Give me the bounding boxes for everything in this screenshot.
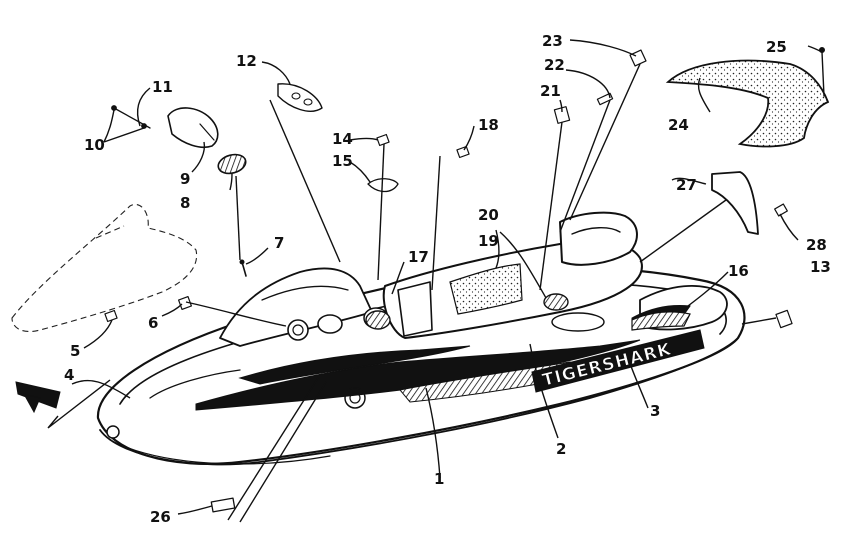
callout-23: 23: [542, 32, 563, 50]
callout-1: 1: [434, 470, 444, 488]
pad-17: [365, 310, 391, 330]
callout-6: 6: [148, 314, 158, 332]
badge-15: [367, 178, 399, 193]
callout-11: 11: [152, 78, 173, 96]
callout-3: 3: [650, 402, 660, 420]
callout-13: 13: [810, 258, 831, 276]
decal-13: [775, 309, 793, 329]
logo-badge-4: [15, 381, 61, 414]
cover-16: [631, 311, 691, 331]
decal-18: [456, 145, 470, 159]
callout-14: 14: [332, 130, 353, 148]
callout-16: 16: [728, 262, 749, 280]
callout-18: 18: [478, 116, 499, 134]
callout-7: 7: [274, 234, 284, 252]
decal-22: [596, 92, 614, 106]
round-cap-8: [217, 153, 247, 175]
pad-19: [543, 293, 569, 311]
decal-28: [774, 203, 788, 217]
callout-28: 28: [806, 236, 827, 254]
callout-27: 27: [676, 176, 697, 194]
callout-20: 20: [478, 206, 499, 224]
watercraft-hull: TIGERSHARK: [96, 211, 746, 466]
callout-19: 19: [478, 232, 499, 250]
decal-21: [553, 106, 571, 124]
callout-4: 4: [64, 366, 74, 384]
callout-26: 26: [150, 508, 171, 526]
callout-labels: 1 2 3 4 5 6 7 8 9 10 11 12 13 14 15 16 1…: [64, 32, 831, 526]
callout-15: 15: [332, 152, 353, 170]
callout-2: 2: [556, 440, 566, 458]
phantom-cover-outline: [11, 204, 198, 333]
callout-5: 5: [70, 342, 80, 360]
callout-25: 25: [766, 38, 787, 56]
callout-17: 17: [408, 248, 429, 266]
rear-deflector: [711, 171, 759, 235]
deflector-panel: [665, 59, 830, 148]
decal-23: [629, 49, 647, 67]
callout-9: 9: [180, 170, 190, 188]
callout-12: 12: [236, 52, 257, 70]
callout-10: 10: [84, 136, 105, 154]
callout-24: 24: [668, 116, 689, 134]
leader-lines: [47, 39, 823, 523]
decal-26: [210, 497, 236, 513]
mirror-assembly: [111, 105, 219, 149]
callout-8: 8: [180, 194, 190, 212]
control-plate-12: [277, 83, 323, 112]
callout-21: 21: [540, 82, 561, 100]
pin-7: [239, 259, 247, 277]
decal-14: [376, 133, 390, 147]
callout-22: 22: [544, 56, 565, 74]
